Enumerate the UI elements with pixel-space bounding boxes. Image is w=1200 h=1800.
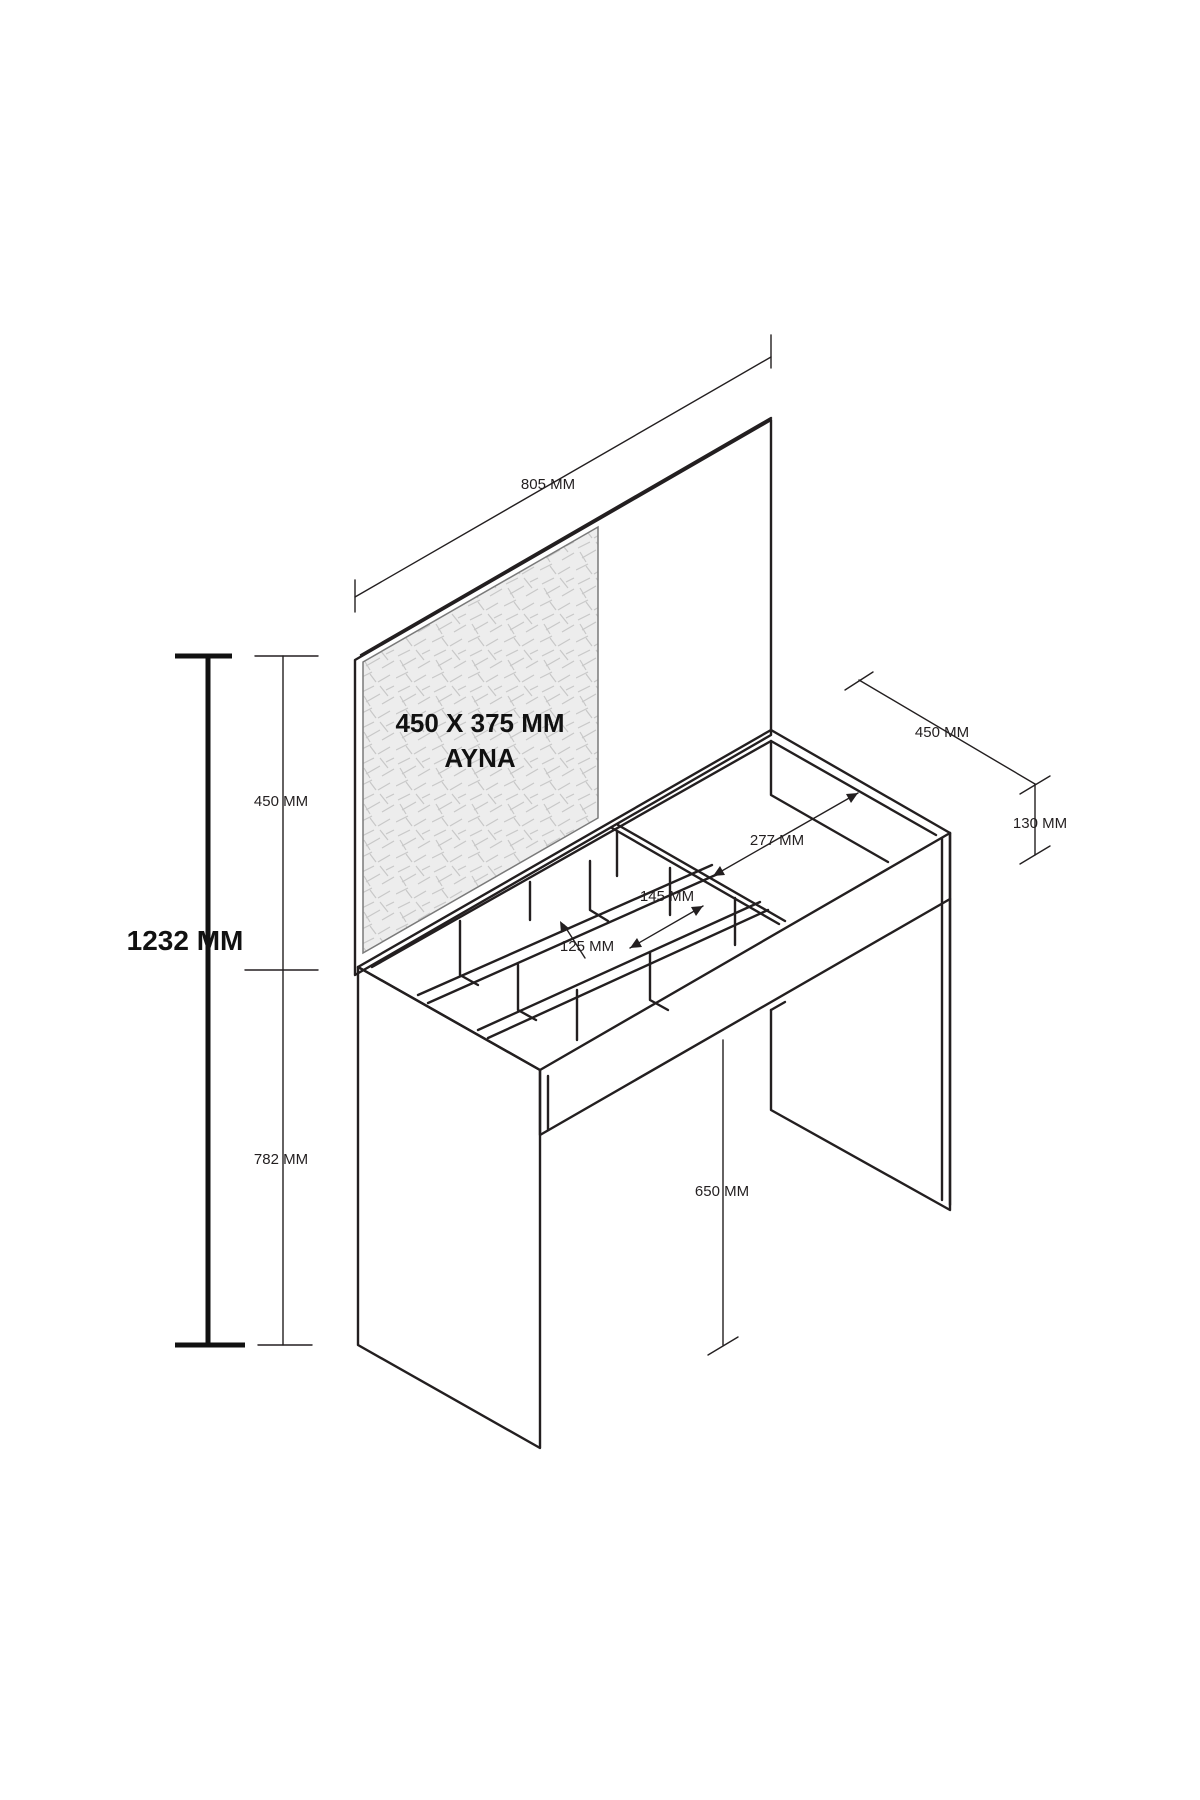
mirror-glass [0,0,1,1]
width-label: 805 MM [521,476,575,493]
knee-clearance-label: 650 MM [695,1183,749,1200]
mirror-panel: 450 X 375 MM AYNA [0,0,773,977]
large-compartment-label: 277 MM [750,832,804,849]
small-compartment-label: 125 MM [560,938,614,955]
dimension-table-height: 782 MM [244,969,319,1346]
dimension-small-compartment: 125 MM [560,921,614,959]
depth-label: 450 MM [915,724,969,741]
mirror-name-label: AYNA [444,743,516,773]
table-top [356,728,952,1207]
dimension-overall-height: 1232 MM [127,653,245,1348]
dimension-depth: 450 MM [844,671,1051,795]
dimension-mirror-panel-height: 450 MM [254,655,319,971]
dimension-drawer-height: 130 MM [1013,783,1067,865]
dimension-width: 805 MM [354,334,772,613]
dimension-knee-clearance: 650 MM [695,1039,749,1356]
drawer-height-label: 130 MM [1013,815,1067,832]
dimension-large-compartment: 277 MM [712,792,859,877]
mirror-size-label: 450 X 375 MM [395,708,564,738]
overall-height-label: 1232 MM [127,925,244,956]
medium-compartment-label: 145 MM [640,888,694,905]
mirror-panel-height-label: 450 MM [254,793,308,810]
table-body [356,831,952,1450]
table-height-label: 782 MM [254,1151,308,1168]
dimension-medium-compartment: 145 MM [629,888,704,949]
